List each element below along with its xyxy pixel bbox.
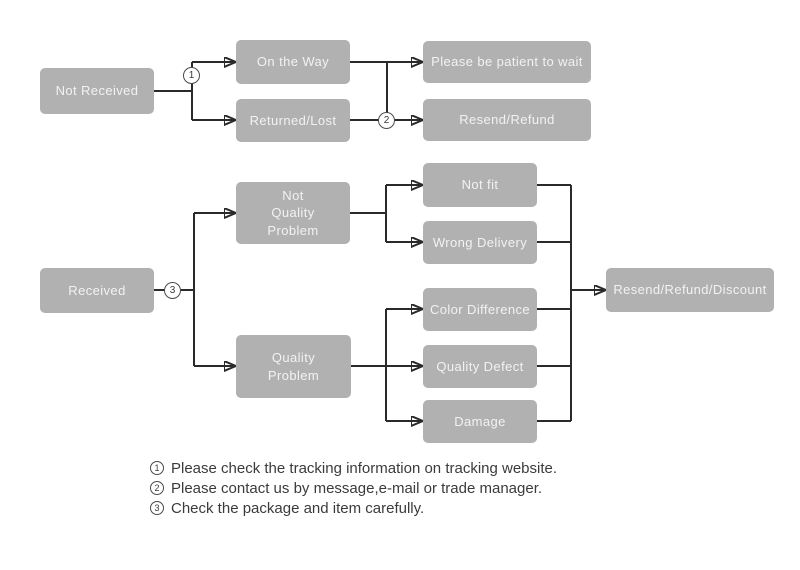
node-resend-refund-discount: Resend/Refund/Discount: [606, 268, 774, 312]
legend-marker-1: 1: [150, 461, 164, 475]
legend-text-3: Check the package and item carefully.: [171, 499, 425, 517]
legend-marker-2: 2: [150, 481, 164, 495]
node-color-difference: Color Difference: [423, 288, 537, 331]
step-marker-2: 2: [378, 112, 395, 129]
legend-text-2: Please contact us by message,e-mail or t…: [171, 479, 543, 497]
step-marker-1: 1: [183, 67, 200, 84]
node-resend-refund: Resend/Refund: [423, 99, 591, 141]
step-marker-3: 3: [164, 282, 181, 299]
node-received: Received: [40, 268, 154, 313]
legend-item-1: 1 Please check the tracking information …: [150, 458, 557, 478]
node-not-received: Not Received: [40, 68, 154, 114]
legend-marker-3: 3: [150, 501, 164, 515]
legend-text-1: Please check the tracking information on…: [171, 459, 558, 477]
node-on-the-way: On the Way: [236, 40, 350, 84]
node-not-fit: Not fit: [423, 163, 537, 207]
node-wrong-delivery: Wrong Delivery: [423, 221, 537, 264]
node-please-be-patient: Please be patient to wait: [423, 41, 591, 83]
legend-item-2: 2 Please contact us by message,e-mail or…: [150, 478, 557, 498]
legend: 1 Please check the tracking information …: [150, 458, 557, 518]
legend-item-3: 3 Check the package and item carefully.: [150, 498, 557, 518]
node-returned-lost: Returned/Lost: [236, 99, 350, 142]
node-damage: Damage: [423, 400, 537, 443]
node-quality-problem: Quality Problem: [236, 335, 351, 398]
node-not-quality-problem: Not Quality Problem: [236, 182, 350, 244]
node-quality-defect: Quality Defect: [423, 345, 537, 388]
